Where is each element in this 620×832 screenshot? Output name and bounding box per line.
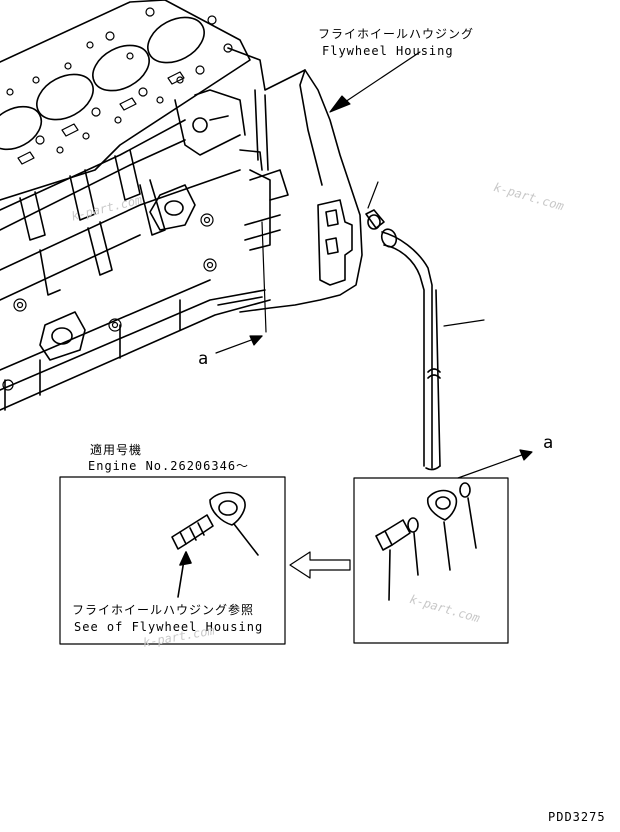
engine-block bbox=[0, 0, 271, 411]
flywheel-housing bbox=[217, 47, 363, 313]
flywheel-housing-label-jp: フライホイールハウジング bbox=[318, 27, 475, 41]
transfer-arrow bbox=[289, 551, 351, 579]
view-a-label-lower: a bbox=[543, 433, 554, 453]
reference-note-en: See of Flywheel Housing bbox=[74, 620, 264, 634]
reference-note-jp: フライホイールハウジング参照 bbox=[72, 603, 255, 617]
flywheel-housing-label-en: Flywheel Housing bbox=[322, 44, 454, 58]
callout-arrows bbox=[215, 51, 533, 479]
applicable-serial: Engine No.26206346～ bbox=[88, 459, 250, 473]
right-inset bbox=[353, 477, 509, 644]
left-inset bbox=[59, 476, 286, 645]
drawing-number: PDD3275 bbox=[548, 810, 606, 824]
applicable-title: 適用号機 bbox=[90, 443, 143, 457]
view-a-label-upper: a bbox=[198, 349, 209, 369]
dipstick-tube bbox=[365, 181, 485, 471]
